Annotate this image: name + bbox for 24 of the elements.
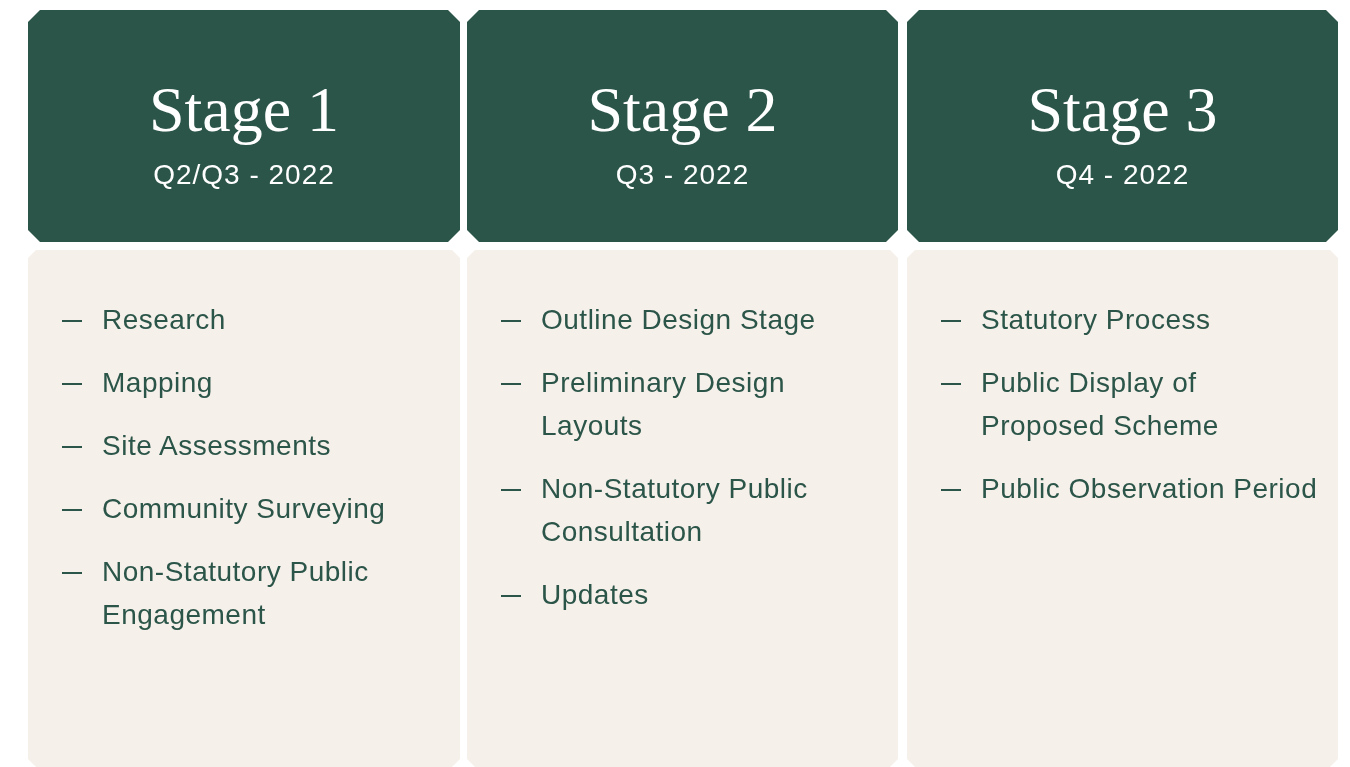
stage-title: Stage 3: [1027, 74, 1218, 146]
list-item-text: Community Surveying: [102, 492, 387, 526]
date-label: Q3 - 2022: [615, 158, 750, 192]
list-item-text: Research: [102, 303, 227, 337]
list-item-text: Preliminary Design Layouts: [541, 366, 786, 443]
list-item-text: Public Observation Period: [981, 472, 1318, 506]
task-list-panel: [907, 250, 1338, 767]
date-label: Q2/Q3 - 2022: [153, 158, 335, 192]
list-item-text: Statutory Process: [981, 303, 1212, 337]
task-list-panel: [28, 250, 460, 767]
list-item-text: Non-Statutory Public Consultation: [541, 472, 809, 549]
stage-header-panel: [907, 10, 1338, 242]
list-item-text: Non-Statutory Public Engagement: [102, 555, 370, 632]
list-item-text: Outline Design Stage: [541, 303, 817, 337]
stage-header-panel: [28, 10, 460, 242]
stage-title: Stage 2: [587, 74, 778, 146]
list-item-text: Public Display of Proposed Scheme: [981, 366, 1220, 443]
stage-title: Stage 1: [148, 74, 340, 146]
list-item-text: Mapping: [102, 366, 214, 400]
list-item-text: Updates: [541, 578, 650, 612]
stage-header-panel: [467, 10, 898, 242]
date-label: Q4 - 2022: [1055, 158, 1190, 192]
task-list-panel: [467, 250, 898, 767]
list-item-text: Site Assessments: [102, 429, 332, 463]
